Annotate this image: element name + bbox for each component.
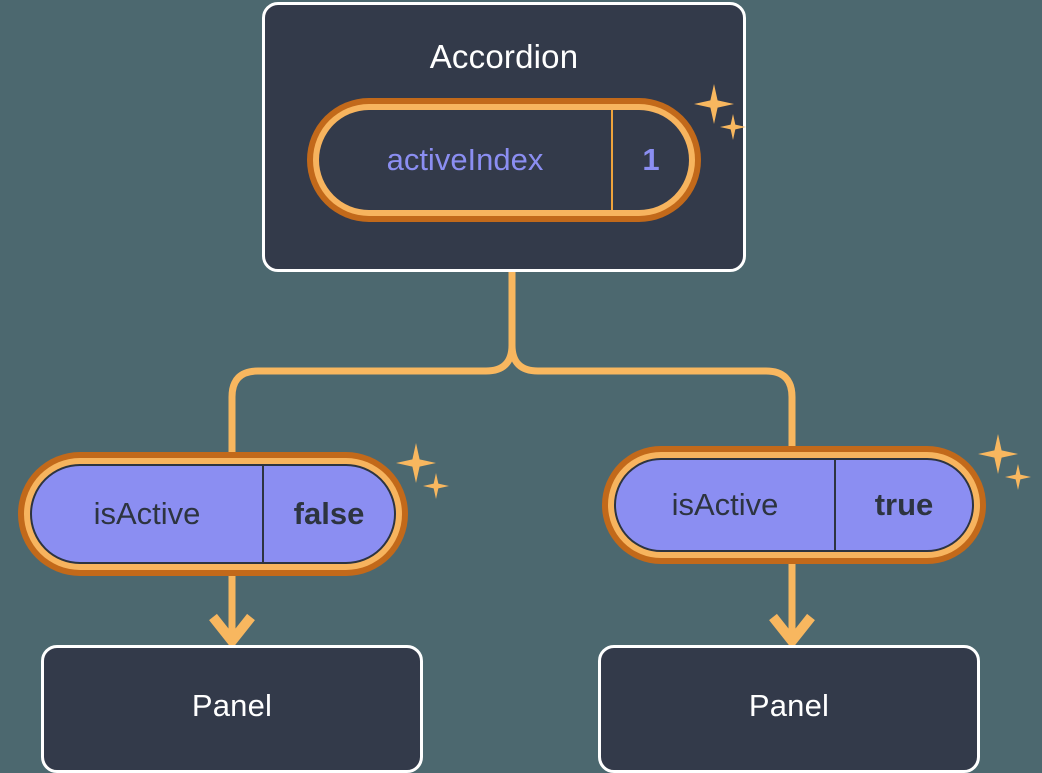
state-pill-body: isActive true (614, 458, 974, 552)
arrow-head-right-icon (769, 613, 815, 650)
state-pill-is-active-true[interactable]: isActive true (602, 446, 986, 564)
state-key-label: isActive (93, 496, 201, 531)
sparkle-icon (978, 434, 1018, 474)
arrow-head-left-icon (209, 613, 255, 650)
sparkle-icon (423, 473, 449, 499)
state-pill-active-index[interactable]: activeIndex 1 (307, 98, 701, 222)
state-pill-ring: isActive true (608, 452, 980, 558)
page-title: Accordion (429, 38, 579, 75)
state-value-label: 1 (611, 110, 689, 210)
state-pill-ring: activeIndex 1 (313, 104, 695, 216)
state-key-label: activeIndex (386, 142, 544, 177)
sparkle-icon (1005, 464, 1031, 490)
component-node-panel-left[interactable]: Panel (41, 645, 423, 773)
state-pill-body: isActive false (30, 464, 396, 564)
state-value-label: false (262, 466, 394, 562)
connector-branch-right (508, 344, 796, 446)
state-value-label: true (834, 460, 972, 550)
panel-title: Panel (748, 688, 830, 723)
connector-branch-left (228, 344, 516, 452)
state-pill-is-active-false[interactable]: isActive false (18, 452, 408, 576)
state-pill-ring: isActive false (24, 458, 402, 570)
sparkle-group-right (978, 434, 1038, 504)
state-pill-body: activeIndex 1 (319, 110, 689, 210)
state-key-label: isActive (671, 487, 779, 522)
panel-title: Panel (191, 688, 273, 723)
sparkle-icon (396, 443, 436, 483)
component-node-panel-right[interactable]: Panel (598, 645, 980, 773)
